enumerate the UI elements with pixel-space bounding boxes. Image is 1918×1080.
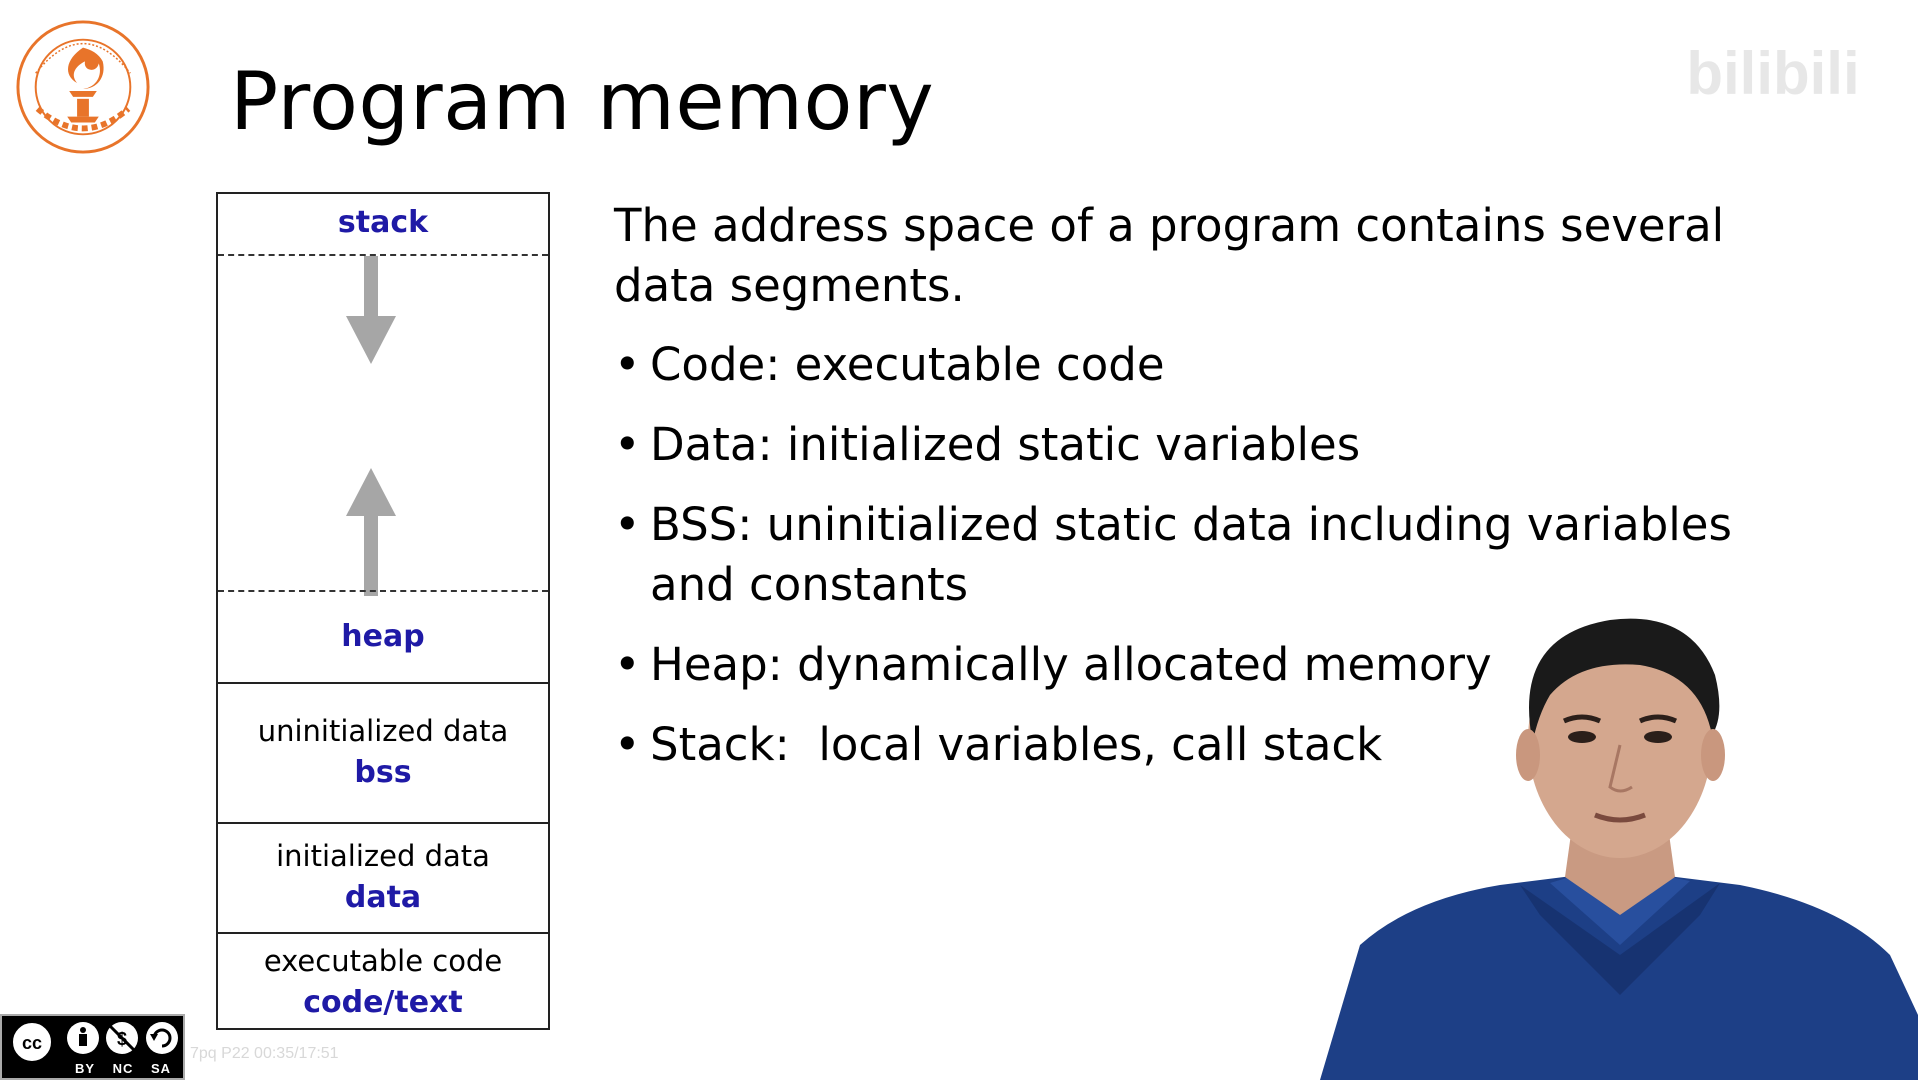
stack-boundary-dashed [218, 254, 548, 256]
heap-bss-divider [218, 682, 548, 684]
code-label: code/text [303, 985, 463, 1020]
bullet-dot: • [614, 498, 641, 551]
data-code-divider [218, 932, 548, 934]
stack-segment: stack [218, 202, 548, 244]
bullet-dot: • [614, 418, 641, 471]
memory-layout-diagram: stack heap uninitialized data bss initia… [216, 192, 550, 1030]
bullet-text: Heap: dynamically allocated memory [650, 638, 1492, 691]
cc-icon [11, 1021, 53, 1063]
bullet-stack: •Stack: local variables, call stack [614, 715, 1764, 775]
bullet-text: Data: initialized static variables [650, 418, 1361, 471]
bullet-text: BSS: uninitialized static data including… [650, 498, 1732, 611]
cc-label-nc: NC [112, 1061, 134, 1076]
bullet-code: •Code: executable code [614, 335, 1764, 395]
cc-label-by: BY [74, 1061, 96, 1076]
bss-data-divider [218, 822, 548, 824]
watermark-text: bilibili [1686, 40, 1859, 107]
code-description: executable code [263, 944, 503, 978]
bss-description: uninitialized data [257, 714, 509, 748]
bullet-heap: •Heap: dynamically allocated memory [614, 635, 1764, 695]
bss-segment: uninitialized data bss [218, 710, 548, 794]
university-logo [16, 20, 150, 154]
sa-icon [146, 1022, 178, 1054]
data-segment: initialized data data [218, 835, 548, 919]
intro-paragraph: The address space of a program contains … [614, 199, 1725, 312]
bullet-dot: • [614, 338, 641, 391]
bilibili-watermark: bilibili [1686, 40, 1859, 107]
creative-commons-badge: cc $ BY NC SA [0, 1014, 185, 1080]
presenter-video [1320, 618, 1918, 1080]
bullet-text: Stack: local variables, call stack [650, 718, 1383, 771]
svg-text:cc: cc [22, 1033, 42, 1053]
heap-grows-up-arrow-icon [346, 468, 396, 596]
heap-boundary-dashed [218, 590, 548, 592]
stack-label: stack [337, 205, 429, 240]
code-segment: executable code code/text [218, 940, 548, 1024]
bullet-dot: • [614, 718, 641, 771]
heap-segment: heap [218, 616, 548, 658]
bullet-text: Code: executable code [650, 338, 1165, 391]
cc-icons: cc $ [11, 1021, 178, 1063]
cc-labels: BY NC SA [66, 1061, 180, 1076]
video-info-overlay: 7pq P22 00:35/17:51 [190, 1045, 339, 1062]
bss-label: bss [354, 755, 412, 790]
bullet-bss: •BSS: uninitialized static data includin… [614, 495, 1780, 615]
segment-bullet-list: •Code: executable code •Data: initialize… [614, 335, 1764, 795]
bullet-data: •Data: initialized static variables [614, 415, 1764, 475]
data-description: initialized data [276, 839, 490, 873]
cc-label-sa: SA [150, 1061, 172, 1076]
heap-label: heap [341, 619, 425, 654]
stack-grows-down-arrow-icon [346, 256, 396, 364]
slide-title: Program memory [230, 55, 935, 148]
bullet-dot: • [614, 638, 641, 691]
data-label: data [344, 880, 422, 915]
